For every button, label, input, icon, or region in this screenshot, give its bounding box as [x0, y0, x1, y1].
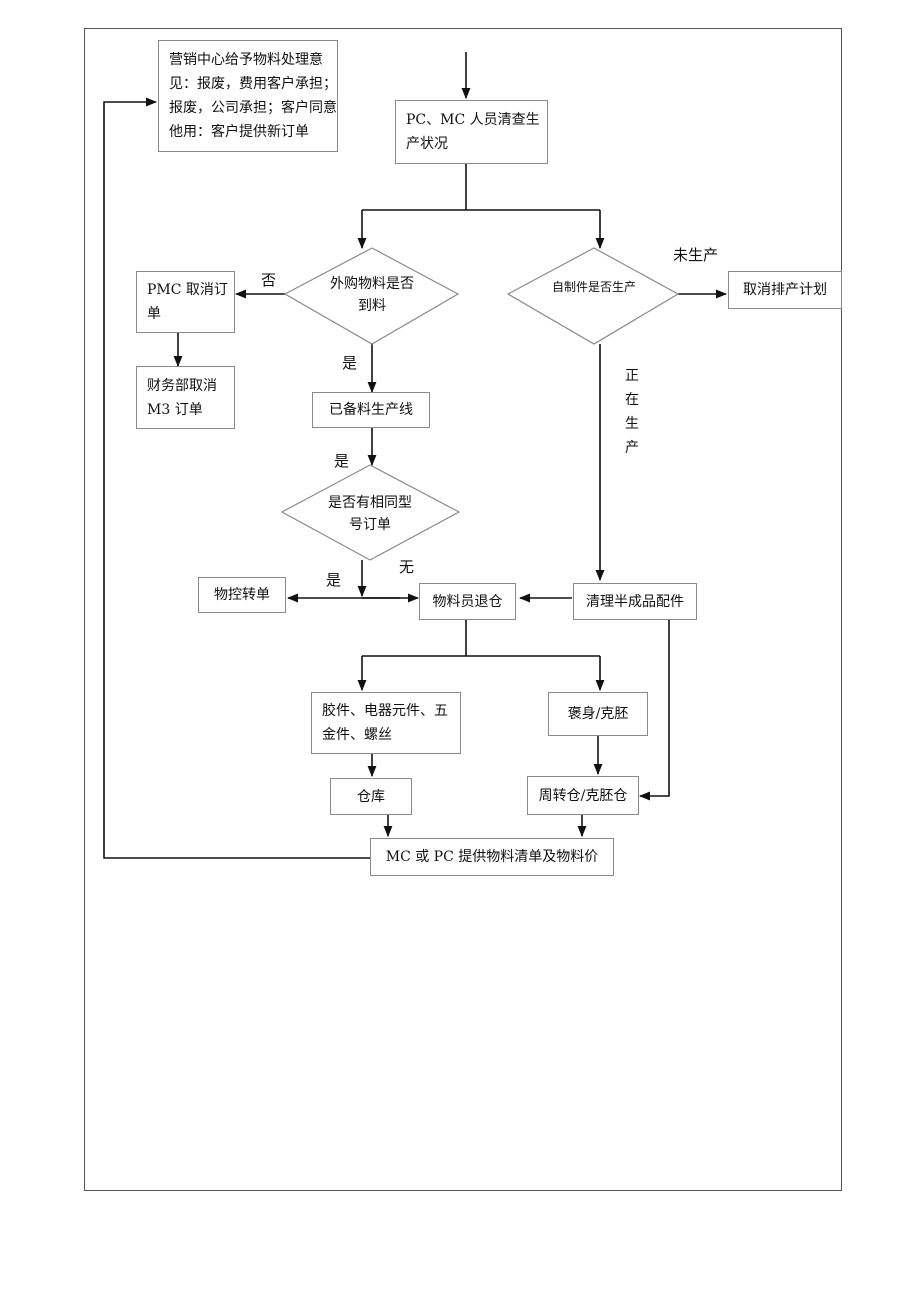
arrow-feedback-to-marketing [103, 97, 370, 859]
on-line-text: 已备料生产线 [329, 402, 413, 418]
pmc-cancel-box: PMC 取消订单 [136, 271, 235, 333]
label-yes-line: 是 [334, 452, 350, 470]
label-yes-purchased: 是 [342, 354, 358, 372]
clear-semi-text: 清理半成品配件 [586, 593, 684, 610]
label-no: 否 [261, 271, 277, 289]
return-warehouse-box: 物料员退仓 [419, 583, 516, 620]
clear-semi-box: 清理半成品配件 [573, 583, 697, 620]
return-warehouse-text: 物料员退仓 [432, 593, 503, 610]
diamond-self-made-producing [506, 247, 680, 345]
pmc-cancel-text: PMC 取消订单 [147, 282, 228, 322]
diamond-same-model [280, 464, 461, 561]
arrow-clear-to-turnover [638, 620, 670, 801]
control-transfer-box: 物控转单 [198, 577, 286, 613]
same-model-text: 是否有相同型号订单 [328, 495, 412, 533]
cancel-schedule-box: 取消排产计划 [728, 271, 842, 309]
label-producing: 正 在 生 产 [625, 368, 639, 456]
marketing-opinion-box: 营销中心给予物料处理意见：报废，费用客户承担；报废，公司承担；客户同意他用：客户… [158, 40, 338, 152]
provide-list-text: MC 或 PC 提供物料清单及物料价 [385, 849, 599, 865]
turnover-warehouse-text: 周转仓/克胚仓 [538, 787, 628, 804]
self-made-producing-text: 自制件是否生产 [552, 280, 637, 294]
purchased-arrived-text: 外购物料是否到料 [330, 276, 414, 314]
turnover-warehouse-box: 周转仓/克胚仓 [527, 776, 639, 815]
finance-cancel-box: 财务部取消 M3 订单 [136, 366, 235, 429]
pc-mc-check-text: PC、MC 人员清查生产状况 [406, 112, 540, 152]
label-none: 无 [399, 558, 415, 576]
pc-mc-check-box: PC、MC 人员清查生产状况 [395, 100, 548, 164]
body-blank-box: 褒身/克胚 [548, 692, 648, 736]
label-not-produced: 未生产 [673, 246, 719, 264]
marketing-opinion-text: 营销中心给予物料处理意见：报废，费用客户承担；报废，公司承担；客户同意他用：客户… [169, 52, 337, 140]
cancel-schedule-text: 取消排产计划 [743, 282, 827, 298]
parts-text: 胶件、电器元件、五金件、螺丝 [322, 703, 448, 743]
control-transfer-text: 物控转单 [214, 587, 270, 603]
label-yes-same-model: 是 [326, 571, 342, 589]
page-frame [84, 28, 842, 1191]
warehouse-box: 仓库 [330, 778, 412, 815]
on-line-box: 已备料生产线 [312, 392, 430, 428]
finance-cancel-text: 财务部取消 M3 订单 [147, 377, 217, 418]
body-blank-text: 褒身/克胚 [567, 706, 629, 722]
provide-list-box: MC 或 PC 提供物料清单及物料价 [370, 838, 614, 876]
warehouse-text: 仓库 [357, 788, 385, 805]
parts-box: 胶件、电器元件、五金件、螺丝 [311, 692, 461, 754]
diamond-purchased-arrived [283, 247, 460, 345]
